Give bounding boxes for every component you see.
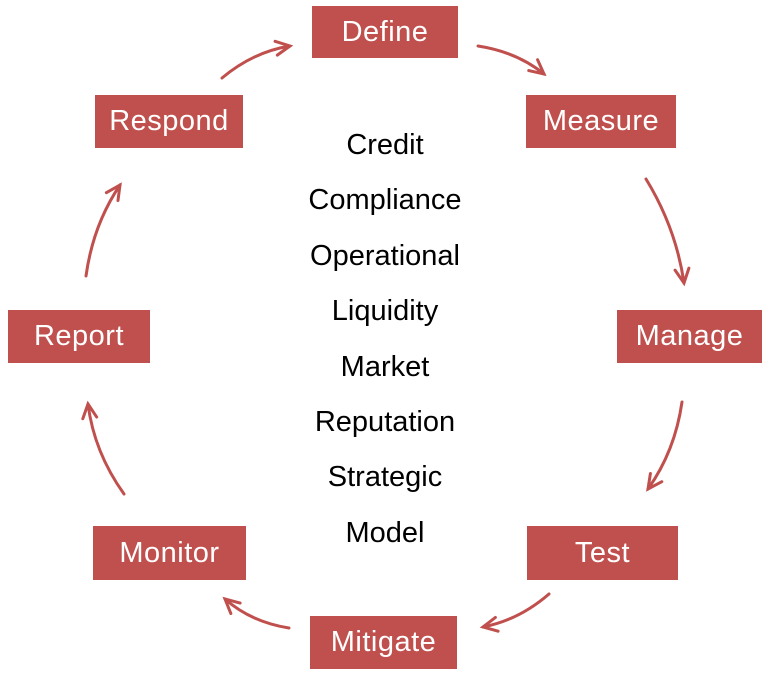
arrow-respond-to-define	[220, 39, 294, 80]
node-test: Test	[527, 526, 678, 580]
risk-category-credit: Credit	[346, 129, 424, 161]
risk-category-liquidity: Liquidity	[331, 295, 439, 328]
risk-category-market: Market	[340, 350, 430, 383]
arrow-define-to-measure	[476, 44, 547, 77]
arrow-measure-to-manage	[644, 177, 691, 287]
arrow-monitor-to-report	[81, 400, 126, 496]
risk-category-reputation: Reputation	[314, 406, 456, 439]
node-manage-label: Manage	[635, 320, 744, 352]
node-respond: Respond	[95, 95, 243, 148]
node-monitor: Monitor	[93, 526, 246, 580]
risk-category-model: Model	[345, 516, 425, 549]
node-respond-label: Respond	[109, 105, 229, 137]
arrow-manage-to-test	[646, 400, 684, 492]
arrow-report-to-respond	[84, 182, 122, 278]
node-report: Report	[8, 310, 150, 363]
node-measure: Measure	[526, 95, 676, 148]
node-manage: Manage	[617, 310, 762, 363]
node-measure-label: Measure	[542, 105, 660, 137]
arrow-mitigate-to-monitor	[222, 596, 291, 630]
node-test-label: Test	[574, 536, 631, 569]
risk-category-strategic: Strategic	[327, 461, 443, 494]
node-report-label: Report	[33, 320, 125, 352]
node-define: Define	[312, 6, 458, 58]
arrow-test-to-mitigate	[479, 592, 551, 633]
node-monitor-label: Monitor	[119, 536, 220, 569]
risk-categories-list: Credit Compliance Operational Liquidity …	[235, 118, 535, 561]
node-mitigate: Mitigate	[310, 616, 457, 669]
risk-category-operational: Operational	[310, 239, 460, 272]
risk-category-compliance: Compliance	[308, 184, 462, 217]
node-mitigate-label: Mitigate	[330, 626, 437, 658]
node-define-label: Define	[341, 15, 429, 48]
